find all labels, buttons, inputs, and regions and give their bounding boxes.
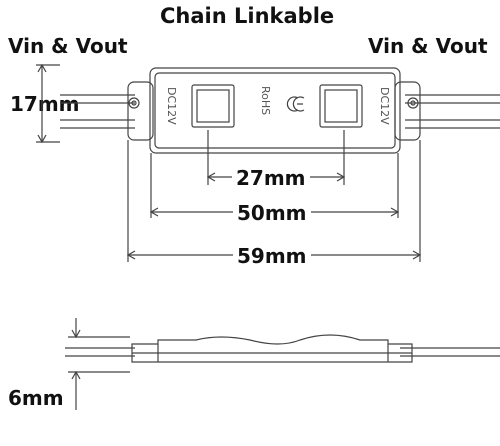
voltage-marking-right: DC12V — [378, 87, 391, 125]
end-cap-right — [394, 81, 421, 141]
wire-right-label: Vin & Vout — [368, 34, 488, 58]
dim-27mm-label: 27mm — [232, 166, 310, 190]
led-right — [319, 84, 363, 128]
side-profile — [131, 334, 413, 363]
wire-left-label: Vin & Vout — [8, 34, 128, 58]
mount-hole-right — [407, 97, 419, 109]
height-dimension-label: 17mm — [10, 92, 80, 116]
voltage-marking-left: DC12V — [165, 87, 178, 125]
dim-50mm-label: 50mm — [233, 201, 311, 225]
ce-mark — [286, 96, 299, 112]
module-housing — [149, 67, 401, 154]
thickness-dimension-label: 6mm — [8, 386, 64, 410]
mount-hole-left — [128, 97, 140, 109]
diagram-title: Chain Linkable — [160, 4, 335, 28]
rohs-marking: RoHS — [259, 86, 272, 115]
led-left — [191, 84, 235, 128]
end-cap-left — [127, 81, 154, 141]
dim-59mm-label: 59mm — [233, 244, 311, 268]
